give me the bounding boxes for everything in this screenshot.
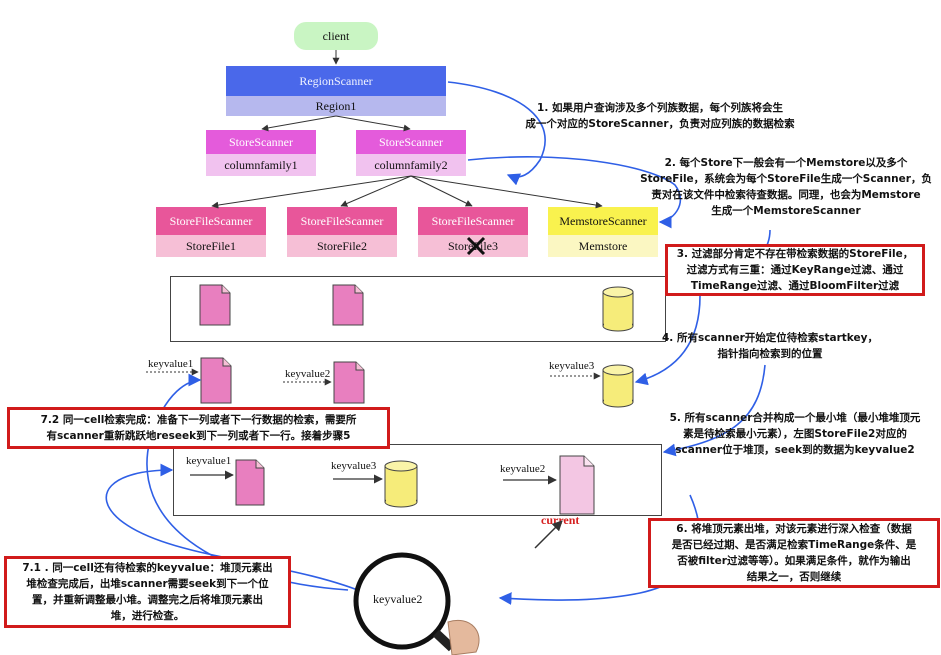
note-step-7-1-line-4: 堆，进行检查。 xyxy=(110,610,185,622)
note-step-6: 6. 将堆顶元素出堆，对该元素进行深入检查（数据 是否已经过期、是否满足检索Ti… xyxy=(648,518,940,588)
magnifier-keyvalue2-label: keyvalue2 xyxy=(373,592,423,606)
memstore-cylinder-icon xyxy=(602,286,634,332)
note-step-4: 4. 所有scanner开始定位待检索startkey， 指针指向检索到的位置 xyxy=(650,330,890,362)
note-step-4-line-2: 指针指向检索到的位置 xyxy=(717,348,823,360)
storefile2-document-icon xyxy=(332,284,364,326)
note-step-6-line-3: 否被filter过滤等等）。如果满足条件，就作为输出 xyxy=(677,555,911,567)
tree-connectors xyxy=(211,50,603,209)
filter-panel xyxy=(170,276,666,342)
store-scanner-1-title: StoreScanner xyxy=(206,130,316,154)
store-scanner-2-sub: columnfamily2 xyxy=(356,154,466,176)
note-step-2-line-1: 2. 每个Store下一般会有一个Memstore以及多个 xyxy=(664,157,908,169)
region-scanner-title: RegionScanner xyxy=(226,66,446,96)
note-step-7-1-line-1: 7.1 . 同一cell还有待检索的keyvalue：堆顶元素出 xyxy=(22,562,273,574)
note-step-4-line-1: 4. 所有scanner开始定位待检索startkey， xyxy=(662,332,878,344)
row-keyvalue1-document-icon xyxy=(200,357,232,404)
storefile3-filtered-cross-icon xyxy=(466,236,486,256)
row-keyvalue3-label: keyvalue3 xyxy=(549,360,595,372)
note-step-3: 3. 过滤部分肯定不存在带检索数据的StoreFile， 过滤方式有三重：通过K… xyxy=(665,244,925,296)
memstore-scanner-sub: Memstore xyxy=(548,235,658,257)
store-scanner-2-title: StoreScanner xyxy=(356,130,466,154)
region-scanner-sub: Region1 xyxy=(226,96,446,116)
magnifier-icon xyxy=(353,552,480,655)
note-step-5-line-2: 素是待检索最小元素），左图StoreFile2对应的 xyxy=(683,428,907,440)
note-step-5: 5. 所有scanner合并构成一个最小堆（最小堆堆顶元 素是待检索最小元素），… xyxy=(650,410,940,458)
current-pointer xyxy=(534,520,563,549)
heap-keyvalue2-document-icon xyxy=(559,455,595,515)
note-step-2: 2. 每个Store下一般会有一个Memstore以及多个 StoreFile，… xyxy=(636,155,936,219)
note-step-7-1-line-2: 堆检查完成后，出堆scanner需要seek到下一个位 xyxy=(26,578,269,590)
note-step-7-1: 7.1 . 同一cell还有待检索的keyvalue：堆顶元素出 堆检查完成后，… xyxy=(4,556,291,628)
note-step-7-2-line-2: 有scanner重新跳跃地reseek到下一列或者下一行。接着步骤5 xyxy=(46,430,351,442)
note-step-2-line-4: 生成一个MemstoreScanner xyxy=(711,205,861,217)
current-label: current xyxy=(541,513,580,527)
note-step-1-line-2: 成一个对应的StoreScanner，负责对应列族的数据检索 xyxy=(525,118,795,130)
note-step-2-line-3: 责对在该文件中检索待查数据。同理，也会为Memstore xyxy=(651,189,921,201)
heap-keyvalue3-label: keyvalue3 xyxy=(331,460,377,472)
note-step-3-line-1: 3. 过滤部分肯定不存在带检索数据的StoreFile， xyxy=(676,248,914,260)
note-step-1: 1. 如果用户查询涉及多个列族数据，每个列族将会生 成一个对应的StoreSca… xyxy=(505,100,815,132)
row-keyvalue2-label: keyvalue2 xyxy=(285,368,331,380)
storefile-scanner-2-sub: StoreFile2 xyxy=(287,235,397,257)
note-step-3-line-3: TimeRange过滤、通过BloomFilter过滤 xyxy=(690,280,900,292)
heap-keyvalue1-label: keyvalue1 xyxy=(186,455,232,467)
storefile1-document-icon xyxy=(199,284,231,326)
note-step-1-line-1: 1. 如果用户查询涉及多个列族数据，每个列族将会生 xyxy=(537,102,783,114)
storefile-scanner-2-title: StoreFileScanner xyxy=(287,207,397,235)
memstore-scanner-title: MemstoreScanner xyxy=(548,207,658,235)
note-step-7-2: 7.2 同一cell检索完成：准备下一列或者下一行数据的检索，需要所 有scan… xyxy=(7,407,390,449)
note-step-6-line-2: 是否已经过期、是否满足检索TimeRange条件、是 xyxy=(671,539,917,551)
storefile-scanner-1-title: StoreFileScanner xyxy=(156,207,266,235)
note-step-6-line-1: 6. 将堆顶元素出堆，对该元素进行深入检查（数据 xyxy=(676,523,912,535)
row-keyvalue1-label: keyvalue1 xyxy=(148,358,194,370)
storefile-scanner-1-sub: StoreFile1 xyxy=(156,235,266,257)
note-step-2-line-2: StoreFile，系统会为每个StoreFile生成一个Scanner，负 xyxy=(640,173,932,185)
note-step-5-line-3: scanner位于堆顶，seek到的数据为keyvalue2 xyxy=(675,444,915,456)
heap-keyvalue3-cylinder-icon xyxy=(384,460,418,508)
row-keyvalue3-cylinder-icon xyxy=(602,364,634,408)
note-step-6-line-4: 结果之一，否则继续 xyxy=(746,571,842,583)
note-step-3-line-2: 过滤方式有三重：通过KeyRange过滤、通过 xyxy=(686,264,904,276)
row-keyvalue2-document-icon xyxy=(333,361,365,404)
note-step-5-line-1: 5. 所有scanner合并构成一个最小堆（最小堆堆顶元 xyxy=(669,412,921,424)
storefile-scanner-3-title: StoreFileScanner xyxy=(418,207,528,235)
heap-keyvalue1-document-icon xyxy=(235,459,265,506)
client-node: client xyxy=(294,22,378,50)
heap-keyvalue2-label: keyvalue2 xyxy=(500,463,546,475)
store-scanner-1-sub: columnfamily1 xyxy=(206,154,316,176)
storefile-scanner-3-sub: StoreFile3 xyxy=(418,235,528,257)
note-step-7-1-line-3: 置，并重新调整最小堆。调整完之后将堆顶元素出 xyxy=(32,594,263,606)
note-step-7-2-line-1: 7.2 同一cell检索完成：准备下一列或者下一行数据的检索，需要所 xyxy=(40,414,357,426)
